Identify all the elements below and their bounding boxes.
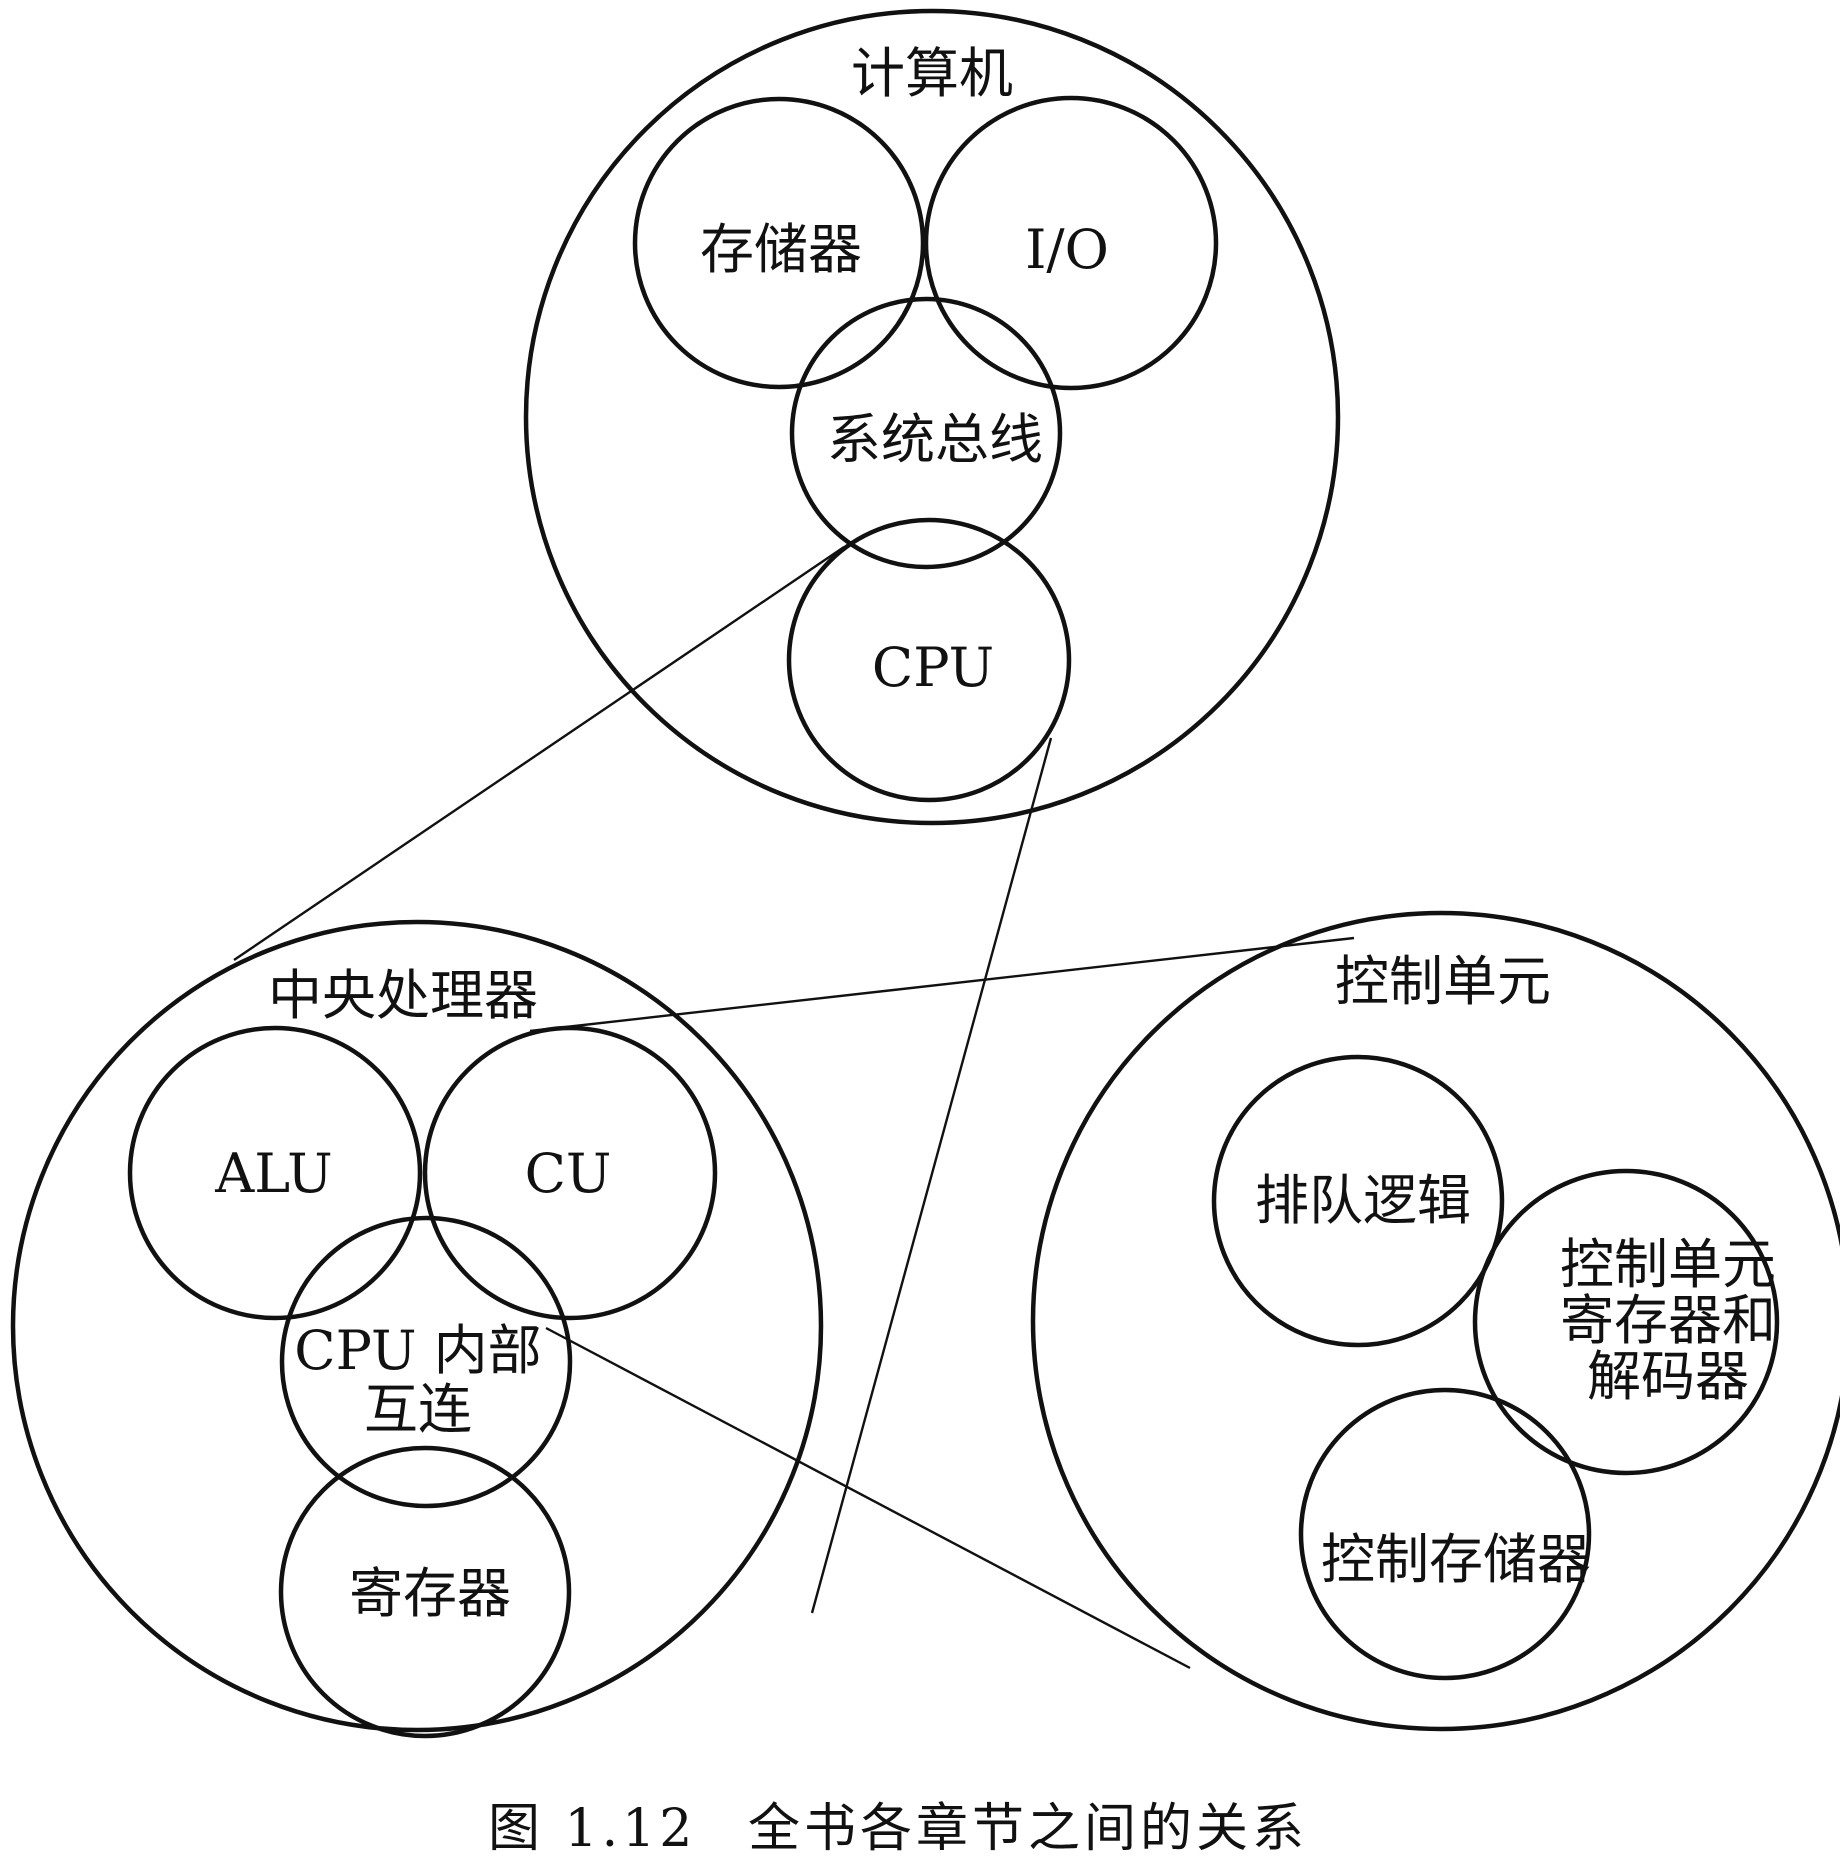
memory-circle	[632, 96, 926, 390]
sequencing-logic-circle	[1211, 1054, 1505, 1348]
computer-title: 计算机	[851, 42, 1013, 105]
io-circle	[923, 95, 1219, 391]
figure-number: 图 1.12	[488, 1799, 696, 1859]
cu-circle	[422, 1025, 718, 1321]
registers-circle	[278, 1445, 572, 1739]
cu-label: CU	[525, 1142, 612, 1205]
connector-cpu-left	[233, 546, 845, 961]
figure-caption: 全书各章节之间的关系	[748, 1799, 1308, 1859]
cu-registers-label-line3: 解码器	[1587, 1345, 1749, 1408]
registers-label: 寄存器	[349, 1562, 511, 1625]
interconnect-circle	[279, 1215, 573, 1509]
cpu-detail-circle	[10, 919, 824, 1733]
interconnect-label-line1: CPU 内部	[294, 1319, 541, 1382]
computer-group: 计算机 存储器 I/O 系统总线 CPU	[523, 8, 1341, 826]
control-unit-title: 控制单元	[1335, 950, 1551, 1013]
control-unit-circle	[1030, 910, 1840, 1732]
control-memory-circle	[1298, 1387, 1592, 1681]
control-memory-label: 控制存储器	[1321, 1528, 1591, 1591]
system-bus-circle	[789, 296, 1063, 570]
cpu-circle	[786, 517, 1072, 803]
connector-cpu-right	[810, 737, 1053, 1614]
memory-label: 存储器	[700, 218, 862, 281]
cu-registers-circle	[1472, 1168, 1780, 1476]
control-unit-group: 控制单元 排队逻辑 控制单元 寄存器和 解码器 控制存储器	[1030, 910, 1840, 1732]
computer-circle	[523, 8, 1341, 826]
alu-circle	[127, 1025, 423, 1321]
cu-registers-label-line2: 寄存器和	[1560, 1289, 1776, 1352]
connector-cu-bottom	[545, 1326, 1191, 1670]
cpu-detail-title: 中央处理器	[268, 964, 538, 1027]
io-label: I/O	[1025, 218, 1109, 281]
cpu-label: CPU	[872, 636, 994, 699]
cpu-detail-group: 中央处理器 ALU CU CPU 内部 互连 寄存器	[10, 919, 824, 1739]
system-bus-label: 系统总线	[827, 408, 1043, 471]
sequencing-logic-label: 排队逻辑	[1255, 1169, 1471, 1232]
interconnect-label-line2: 互连	[364, 1378, 472, 1441]
alu-label: ALU	[214, 1142, 332, 1205]
cu-registers-label-line1: 控制单元	[1560, 1233, 1776, 1296]
connector-cu-top	[529, 936, 1355, 1033]
